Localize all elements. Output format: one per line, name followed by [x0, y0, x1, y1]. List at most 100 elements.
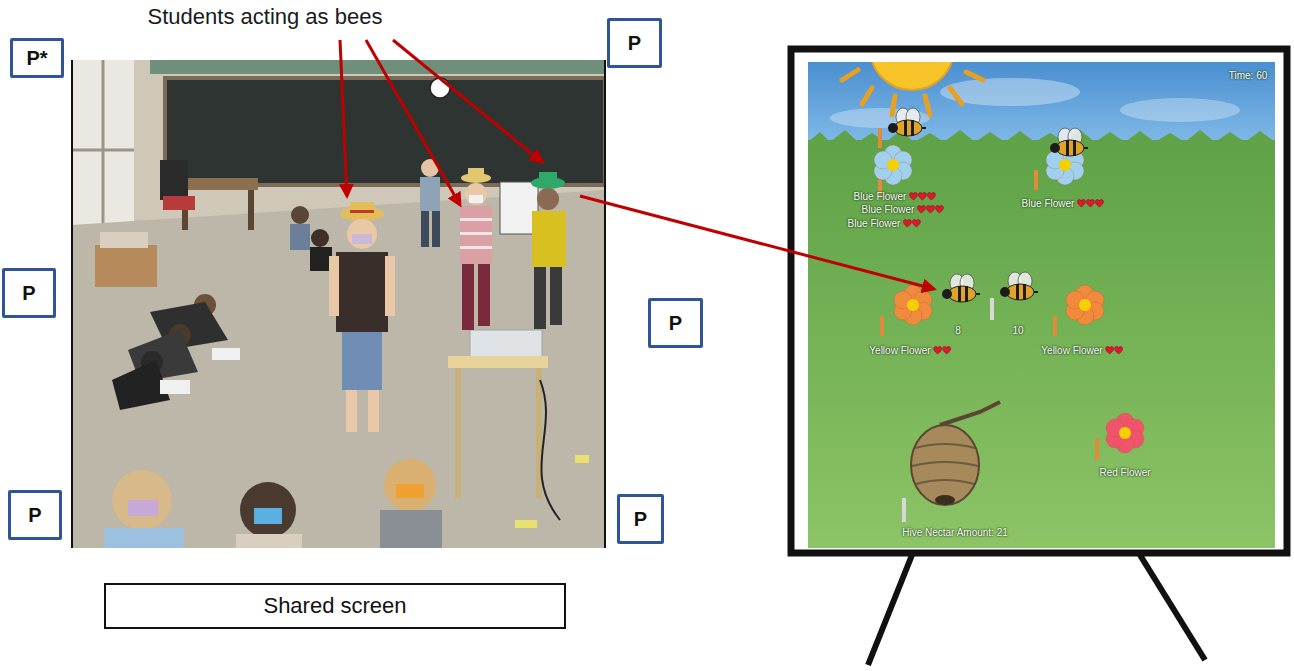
classroom-photo	[290, 224, 310, 250]
classroom-photo	[72, 60, 605, 548]
classroom-photo	[240, 482, 296, 538]
game-screen	[808, 140, 1275, 548]
classroom-photo	[178, 178, 258, 190]
classroom-photo	[532, 211, 566, 267]
classroom-photo	[540, 380, 560, 520]
classroom-photo	[478, 264, 490, 326]
sun	[892, 96, 895, 115]
flower-label: Yellow Flower	[869, 345, 930, 356]
progress-bar	[1053, 316, 1057, 336]
sun	[870, 62, 954, 90]
game-screen	[894, 285, 932, 325]
beehive	[911, 425, 979, 505]
beehive	[916, 480, 974, 484]
participant-box: P*	[10, 38, 64, 78]
classroom-photo	[469, 195, 483, 203]
flower-label: Yellow Flower	[1041, 345, 1102, 356]
display-easel	[791, 49, 1287, 665]
game-screen	[808, 62, 1275, 548]
classroom-photo	[128, 500, 158, 516]
heart-icon	[943, 346, 951, 354]
box-text: P	[628, 32, 641, 55]
label-text: Time: 60	[1229, 70, 1268, 81]
sun	[925, 96, 930, 115]
classroom-photo	[329, 256, 339, 316]
box-text: P*	[26, 47, 47, 70]
heart-icon	[909, 192, 917, 200]
progress-bar	[990, 298, 994, 320]
heart-icon	[935, 205, 943, 213]
heart-icon	[917, 205, 925, 213]
game-screen	[1120, 98, 1240, 122]
bee-count: 8	[955, 325, 961, 336]
classroom-photo	[534, 267, 546, 329]
flower-label: Blue Flower	[862, 204, 915, 215]
classroom-photo	[72, 60, 605, 548]
pointer-arrow	[366, 40, 460, 205]
classroom-photo	[460, 246, 492, 249]
classroom-photo	[248, 190, 254, 230]
label-text: Blue Flower	[1022, 198, 1075, 209]
flower-label: Blue Flower	[848, 218, 901, 229]
flower-label: Blue Flower	[854, 191, 907, 202]
beehive	[915, 444, 975, 448]
classroom-photo	[236, 534, 302, 548]
display-easel	[868, 555, 912, 665]
label-text: Blue Flower	[848, 218, 901, 229]
classroom-photo	[430, 78, 450, 98]
classroom-photo	[163, 196, 195, 210]
bee-count: 10	[1012, 325, 1023, 336]
classroom-photo	[352, 234, 372, 244]
classroom-photo	[460, 218, 492, 221]
classroom-photo	[347, 219, 377, 249]
box-text: P	[28, 504, 41, 527]
classroom-photo	[539, 172, 557, 183]
classroom-photo	[310, 247, 332, 271]
heart-icon	[926, 205, 934, 213]
classroom-photo	[311, 229, 329, 247]
label-text: Blue Flower	[854, 191, 907, 202]
progress-bar	[880, 316, 884, 336]
label-text: Red Flower	[1099, 467, 1150, 478]
progress-bar	[878, 128, 882, 148]
beehive	[911, 402, 1000, 505]
classroom-photo	[165, 78, 605, 185]
classroom-photo	[420, 177, 440, 211]
classroom-photo	[460, 232, 492, 235]
box-text: Shared screen	[263, 593, 406, 619]
classroom-photo	[448, 356, 548, 368]
label-text: 8	[955, 325, 961, 336]
progress-bar	[902, 498, 906, 522]
callout-label: Students acting as bees	[148, 4, 383, 30]
game-screen	[1066, 285, 1104, 325]
pointer-arrow	[393, 40, 542, 162]
classroom-photo	[468, 168, 484, 178]
participant-box: P	[617, 494, 664, 544]
classroom-photo	[432, 211, 440, 247]
flower-label: Blue Flower	[1022, 198, 1075, 209]
progress-bar	[878, 128, 1099, 522]
classroom-photo	[112, 470, 172, 530]
classroom-photo	[254, 508, 282, 524]
heart-icon	[903, 219, 911, 227]
classroom-photo	[350, 202, 374, 214]
classroom-photo	[160, 160, 188, 200]
hive-counter: Hive Nectar Amount: 21	[902, 527, 1008, 538]
participant-box: P	[607, 18, 662, 68]
classroom-photo	[346, 390, 357, 432]
classroom-photo	[72, 149, 134, 152]
sun	[842, 70, 858, 80]
classroom-photo	[455, 368, 461, 498]
pointer-arrow	[340, 40, 347, 196]
label-text: 10	[1012, 325, 1023, 336]
participant-box: P	[2, 268, 56, 318]
heart-icon	[934, 346, 942, 354]
game-screen	[940, 78, 1080, 106]
classroom-photo	[462, 264, 474, 330]
display-easel	[1140, 555, 1205, 660]
classroom-photo	[72, 190, 605, 548]
